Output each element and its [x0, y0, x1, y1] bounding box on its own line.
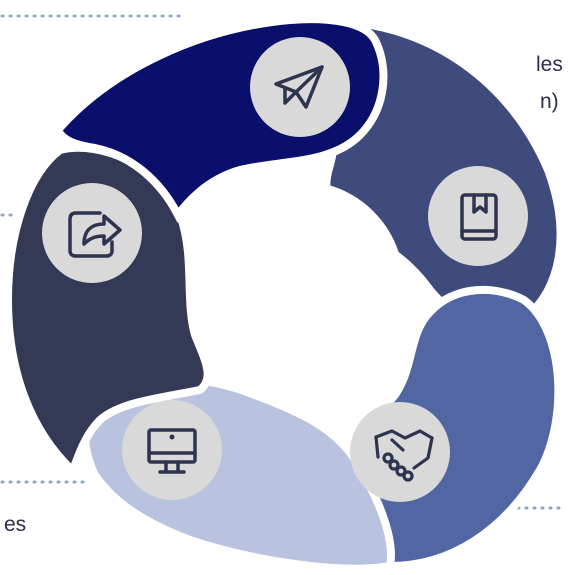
- icon-circle-right: [428, 166, 528, 266]
- monitor-camera-dot: [169, 434, 175, 440]
- monitor-icon: [147, 428, 197, 474]
- text-fragment-top-left-2: n): [540, 90, 559, 113]
- icon-circle-bottom-right: [350, 402, 450, 502]
- paper-plane-icon: [274, 65, 324, 109]
- icon-node-bottom-right: [350, 402, 450, 502]
- icon-node-top: [250, 37, 350, 137]
- center-hole: [196, 181, 404, 389]
- icon-circle-bottom-left: [122, 400, 222, 500]
- icon-node-bottom-left: [122, 400, 222, 500]
- text-fragment-bottom-left: es: [4, 513, 27, 536]
- handshake-icon: [374, 429, 434, 482]
- text-fragment-top-left-1: les: [536, 53, 563, 76]
- icon-node-left: [42, 183, 142, 283]
- dotted-leaders: [0, 14, 568, 510]
- icon-circle-left: [42, 183, 142, 283]
- icon-node-right: [428, 166, 528, 266]
- share-icon: [68, 211, 122, 258]
- book-icon: [460, 193, 498, 241]
